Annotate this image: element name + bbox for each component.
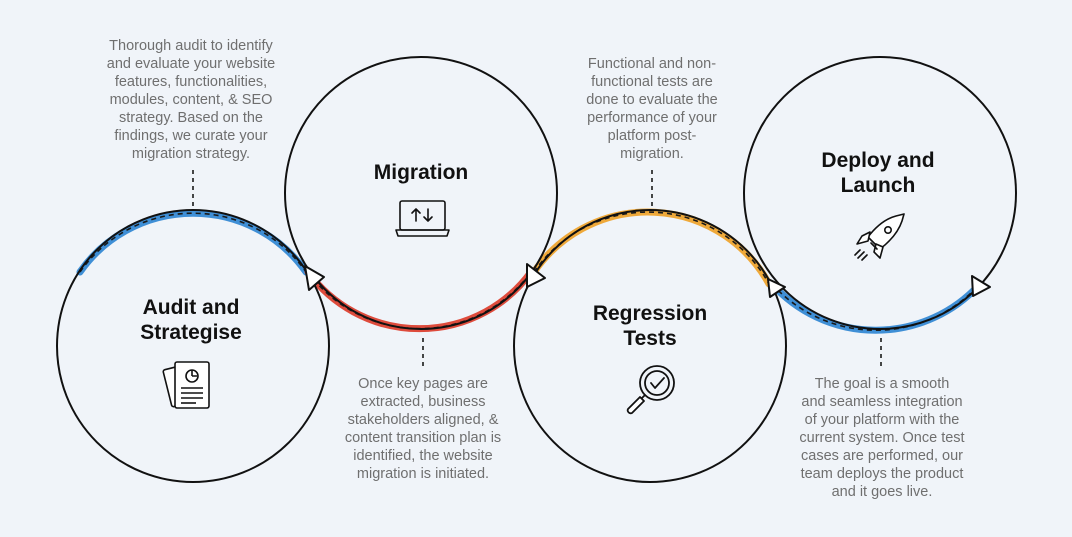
arrowhead-1 <box>304 265 325 291</box>
step-title-deploy: Deploy and Launch <box>821 149 935 197</box>
circle-regression <box>513 209 787 483</box>
step-title-migration: Migration <box>373 161 469 184</box>
arc-dash-left <box>79 212 307 273</box>
step-title-regression: Regression Tests <box>592 302 708 350</box>
arrowhead-2 <box>526 263 546 288</box>
arc-orange <box>530 208 773 288</box>
circle-deploy <box>743 56 1017 330</box>
step-description-migration: Once key pages are extracted, business s… <box>344 376 502 482</box>
arrowhead-4 <box>971 275 991 297</box>
magnifier-check-icon <box>626 365 675 415</box>
rocket-icon <box>854 213 905 261</box>
arc-blue-left <box>76 209 310 276</box>
step-title-audit: Audit and Strategise <box>140 296 242 344</box>
arc-dash-orange <box>533 211 770 285</box>
arrowhead-3 <box>767 278 786 298</box>
step-description-audit: Thorough audit to identify and evaluate … <box>106 38 276 162</box>
laptop-transfer-icon <box>395 200 450 237</box>
circle-migration <box>284 56 558 330</box>
step-description-deploy: The goal is a smooth and seamless integr… <box>799 376 965 500</box>
arc-blue-right <box>768 280 983 334</box>
arc-red <box>304 268 535 333</box>
document-icon <box>162 361 210 409</box>
step-description-regression: Functional and non- functional tests are… <box>586 56 718 162</box>
circle-audit <box>56 209 330 483</box>
